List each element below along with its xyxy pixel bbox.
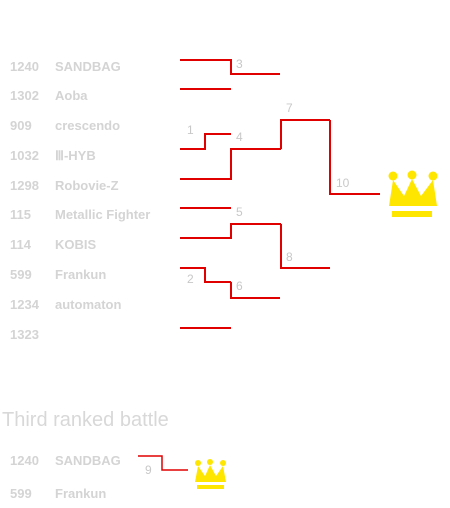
entrant-name: Ⅲ-HYB bbox=[55, 148, 96, 163]
entrant-row: 115 Metallic Fighter bbox=[10, 206, 150, 224]
match-label: 2 bbox=[187, 272, 194, 286]
entrant-number: 599 bbox=[10, 486, 32, 501]
entrant-number: 909 bbox=[10, 118, 32, 133]
match-label: 8 bbox=[286, 250, 293, 264]
entrant-name: KOBIS bbox=[55, 237, 97, 252]
section-title: Third ranked battle bbox=[2, 409, 169, 431]
bracket-line-match-8 bbox=[280, 224, 330, 269]
bracket-line-match-9 bbox=[138, 455, 188, 471]
entrant-number: 1302 bbox=[10, 88, 39, 103]
entrant-row: 1032 Ⅲ-HYB bbox=[10, 147, 96, 165]
entrant-name: Metallic Fighter bbox=[55, 207, 151, 222]
entrant-name: SANDBAG bbox=[55, 453, 121, 468]
entrant-number: 114 bbox=[10, 237, 31, 252]
bracket-line-match-6 bbox=[230, 282, 280, 299]
match-label: 4 bbox=[236, 130, 243, 144]
crown-icon bbox=[195, 459, 226, 489]
bracket-line-match-10 bbox=[329, 120, 380, 195]
crown-icon bbox=[388, 170, 438, 217]
match-label: 1 bbox=[187, 123, 194, 137]
entrant-number: 1234 bbox=[10, 297, 39, 312]
entrant-name: Robovie-Z bbox=[55, 178, 119, 193]
entrant-row: 1240 SANDBAG bbox=[10, 452, 121, 470]
entrant-name: SANDBAG bbox=[55, 59, 121, 74]
bracket-line-match-2 bbox=[180, 267, 231, 283]
entrant-number: 1298 bbox=[10, 178, 39, 193]
entrant-number: 1240 bbox=[10, 453, 39, 468]
third-place-lines bbox=[138, 455, 188, 471]
entrant-name: automaton bbox=[55, 297, 122, 312]
entrant-row: 1302 Aoba bbox=[10, 87, 88, 105]
bracket-line-match-7 bbox=[280, 119, 330, 149]
entrant-number: 1240 bbox=[10, 59, 39, 74]
match-label: 7 bbox=[286, 101, 293, 115]
entrant-name: Frankun bbox=[55, 267, 107, 282]
bracket-line-match-3 bbox=[180, 59, 280, 75]
entrant-name: Aoba bbox=[55, 88, 88, 103]
entrant-row: 1323 bbox=[10, 326, 55, 344]
entrant-row: 1298 Robovie-Z bbox=[10, 177, 119, 195]
entrant-number: 1032 bbox=[10, 148, 39, 163]
entrant-number: 1323 bbox=[10, 327, 39, 342]
entrant-number: 115 bbox=[10, 207, 31, 222]
entrant-row: 1234 automaton bbox=[10, 296, 121, 314]
entrant-row: 599 Frankun bbox=[10, 266, 106, 284]
entrant-number: 599 bbox=[10, 267, 32, 282]
bracket-line-match-5b bbox=[180, 223, 281, 239]
bracket-line-match-1 bbox=[180, 133, 231, 150]
entrant-row: 599 Frankun bbox=[10, 485, 106, 503]
entrant-row: 909 crescendo bbox=[10, 117, 120, 135]
match-label: 5 bbox=[236, 205, 243, 219]
match-label: 6 bbox=[236, 279, 243, 293]
match-label: 10 bbox=[336, 176, 350, 190]
entrant-name: Frankun bbox=[55, 486, 107, 501]
entrant-row: 1240 SANDBAG bbox=[10, 58, 121, 76]
bracket-line-match-4 bbox=[180, 148, 281, 180]
match-label: 9 bbox=[145, 463, 152, 477]
bracket-lines bbox=[180, 59, 380, 329]
entrant-name: crescendo bbox=[55, 118, 121, 133]
match-label: 3 bbox=[236, 57, 243, 71]
entrant-row: 114 KOBIS bbox=[10, 236, 96, 254]
match-labels: 1 2 3 4 5 6 7 8 10 bbox=[187, 57, 350, 293]
